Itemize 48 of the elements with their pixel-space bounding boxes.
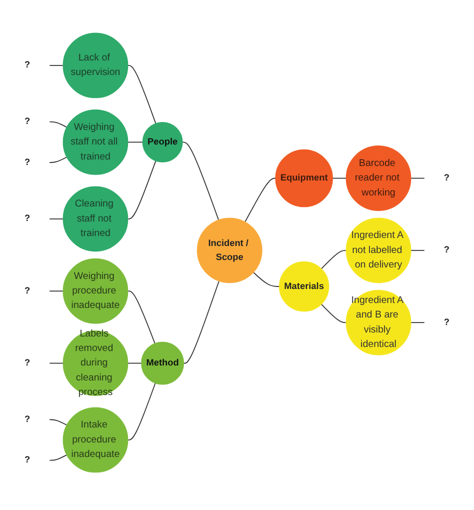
node-text: ? [24, 285, 30, 296]
connector [127, 362, 142, 364]
node-text: ? [444, 244, 450, 256]
connector [410, 322, 425, 324]
connector [183, 280, 220, 364]
node-circle: Intake procedure inadequate [62, 407, 128, 473]
node-circle: Ingredient A not labelled on delivery [346, 218, 412, 284]
connector [49, 121, 68, 128]
node-circle: Labels removed during cleaning process [62, 330, 128, 396]
node-text: ? [24, 60, 30, 70]
node-circle: Barcode reader not working [346, 146, 412, 211]
node-circle: Method [141, 342, 184, 385]
node-text: ? [24, 116, 30, 127]
connector [49, 290, 64, 292]
connector [410, 250, 425, 251]
connector [127, 160, 156, 220]
connector [127, 64, 156, 124]
connector [320, 250, 347, 270]
node-circle: Incident / Scope [196, 218, 262, 284]
connector [244, 178, 276, 222]
node-circle: Cleaning staff not trained [62, 186, 128, 252]
node-text: ? [24, 156, 30, 168]
node-text: ? [444, 316, 450, 328]
connector [410, 178, 425, 179]
connector [49, 156, 68, 163]
connector [49, 454, 68, 461]
node-circle: Weighing procedure inadequate [62, 258, 128, 324]
connector [49, 362, 64, 364]
node-circle: Materials [278, 261, 330, 312]
connector [127, 382, 156, 440]
connector [49, 419, 68, 426]
connector [127, 142, 144, 143]
connector [49, 64, 64, 66]
node-circle: Equipment [275, 149, 333, 208]
connector [252, 272, 280, 287]
node-text: ? [444, 172, 450, 183]
node-circle: People [142, 122, 183, 162]
node-text: ? [24, 358, 30, 368]
connector [320, 304, 347, 324]
connector [182, 142, 220, 220]
connector [332, 178, 347, 179]
node-text: ? [24, 213, 30, 224]
node-text: ? [24, 454, 30, 466]
node-circle: Weighing staff not all trained [62, 109, 128, 175]
node-text: ? [24, 414, 30, 424]
node-circle: Lack of supervision [62, 32, 128, 98]
connector [49, 218, 64, 220]
connector [127, 290, 156, 344]
